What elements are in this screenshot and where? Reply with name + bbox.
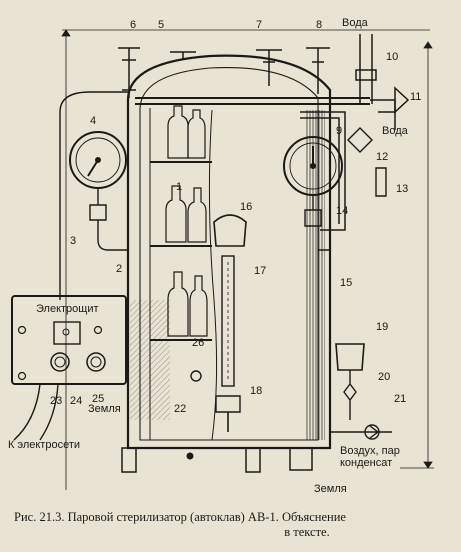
drain-valves bbox=[318, 232, 392, 440]
callout-6: 6 bbox=[130, 19, 136, 31]
pressure-gauge-left bbox=[59, 91, 128, 300]
label-elektroshchit: Электрощит bbox=[36, 303, 99, 315]
callout-numbers: 1 2 3 4 5 6 7 8 9 10 11 12 13 14 15 16 1… bbox=[50, 19, 421, 415]
callout-1: 1 bbox=[176, 181, 182, 193]
callout-22: 22 bbox=[174, 403, 186, 415]
label-k-elektroseti: К электросети bbox=[8, 439, 80, 451]
callout-18: 18 bbox=[250, 385, 262, 397]
bottles bbox=[165, 105, 208, 337]
callout-17: 17 bbox=[254, 265, 266, 277]
callout-25: 25 bbox=[92, 393, 104, 405]
callout-10: 10 bbox=[386, 51, 398, 63]
label-zemlya-panel: Земля bbox=[88, 403, 121, 415]
caption-line-2: в тексте. bbox=[284, 525, 330, 539]
water-gauge bbox=[190, 214, 247, 432]
caption-line-1: Рис. 21.3. Паровой стерилизатор (автокла… bbox=[14, 510, 346, 524]
callout-9: 9 bbox=[336, 125, 342, 137]
pressure-gauge-right bbox=[283, 127, 387, 227]
dimension-lines bbox=[61, 29, 434, 490]
callout-23: 23 bbox=[50, 395, 62, 407]
callout-24: 24 bbox=[70, 395, 82, 407]
callout-13: 13 bbox=[396, 183, 408, 195]
callout-14: 14 bbox=[336, 205, 348, 217]
callout-5: 5 bbox=[158, 19, 164, 31]
figure-caption: Рис. 21.3. Паровой стерилизатор (автокла… bbox=[14, 510, 450, 540]
callout-15: 15 bbox=[340, 277, 352, 289]
label-voda-right: Вода bbox=[382, 125, 409, 137]
label-zemlya-bottom: Земля bbox=[314, 483, 347, 495]
top-valves bbox=[118, 34, 410, 231]
label-voda-top: Вода bbox=[342, 17, 369, 29]
callout-19: 19 bbox=[376, 321, 388, 333]
callout-2: 2 bbox=[116, 263, 122, 275]
callout-21: 21 bbox=[394, 393, 406, 405]
callout-8: 8 bbox=[316, 19, 322, 31]
callout-16: 16 bbox=[240, 201, 252, 213]
vessel-body bbox=[121, 54, 332, 473]
callout-3: 3 bbox=[70, 235, 76, 247]
callout-7: 7 bbox=[256, 19, 262, 31]
callout-20: 20 bbox=[378, 371, 390, 383]
callout-26: 26 bbox=[192, 337, 204, 349]
label-kondensat: конденсат bbox=[340, 457, 392, 469]
callout-12: 12 bbox=[376, 151, 388, 163]
callout-4: 4 bbox=[90, 115, 96, 127]
control-panel bbox=[11, 295, 127, 441]
callout-11: 11 bbox=[410, 91, 421, 103]
label-vozdukh-par: Воздух, пар bbox=[340, 445, 400, 457]
